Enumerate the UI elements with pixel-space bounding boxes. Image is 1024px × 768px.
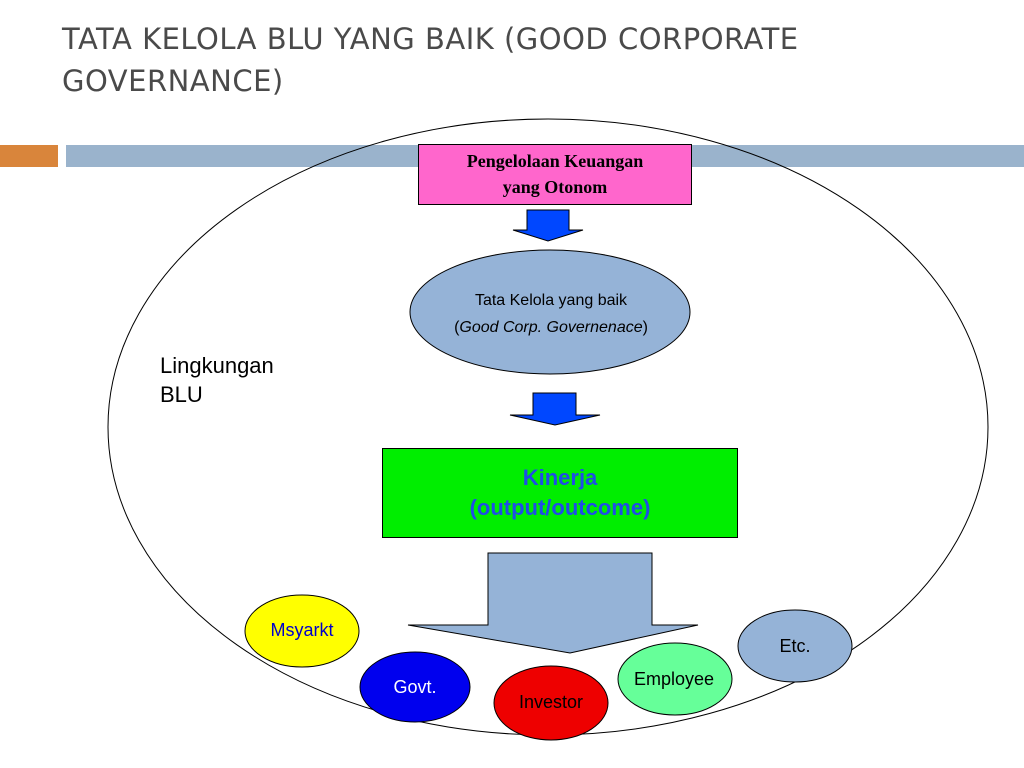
tata-kelola-line1: Tata Kelola yang baik bbox=[474, 292, 628, 309]
lingkungan-line2: BLU bbox=[160, 382, 203, 407]
lingkungan-blu-label: Lingkungan BLU bbox=[160, 351, 330, 409]
kinerja-box: Kinerja (output/outcome) bbox=[382, 448, 738, 538]
msyarkt-circle bbox=[244, 594, 360, 668]
pengelolaan-line2: yang Otonom bbox=[502, 177, 608, 197]
arrow-down-1 bbox=[512, 209, 584, 242]
slide-title: TATA KELOLA BLU YANG BAIK (GOOD CORPORAT… bbox=[62, 18, 962, 102]
kinerja-line1: Kinerja bbox=[522, 465, 598, 490]
tata-kelola-ellipse bbox=[409, 249, 691, 375]
govt-circle bbox=[359, 651, 471, 723]
msyarkt-label: Msyarkt bbox=[270, 620, 334, 640]
tata-kelola-italic: Good Corp. Governenace bbox=[459, 319, 643, 336]
lingkungan-line1: Lingkungan bbox=[160, 353, 274, 378]
pengelolaan-line1: Pengelolaan Keuangan bbox=[466, 151, 644, 171]
pengelolaan-keuangan-box: Pengelolaan Keuangan yang Otonom bbox=[418, 144, 692, 205]
tata-kelola-text: Tata Kelola yang baik (Good Corp. Govern… bbox=[410, 287, 692, 341]
kinerja-line2: (output/outcome) bbox=[469, 495, 651, 520]
employee-circle bbox=[617, 642, 733, 716]
etc-circle bbox=[737, 609, 853, 683]
slide-title-line1: TATA KELOLA BLU YANG BAIK (GOOD CORPORAT… bbox=[62, 22, 799, 56]
arrow-down-2 bbox=[509, 392, 601, 426]
govt-label: Govt. bbox=[393, 677, 437, 697]
tata-kelola-line2: (Good Corp. Governenace) bbox=[454, 319, 648, 336]
big-arrow-down bbox=[407, 552, 699, 654]
investor-label: Investor bbox=[518, 692, 584, 712]
etc-label: Etc. bbox=[779, 636, 811, 656]
orange-accent-bar bbox=[0, 145, 58, 167]
investor-circle bbox=[493, 665, 609, 741]
slide-title-line2: GOVERNANCE) bbox=[62, 64, 284, 98]
employee-label: Employee bbox=[633, 669, 715, 689]
